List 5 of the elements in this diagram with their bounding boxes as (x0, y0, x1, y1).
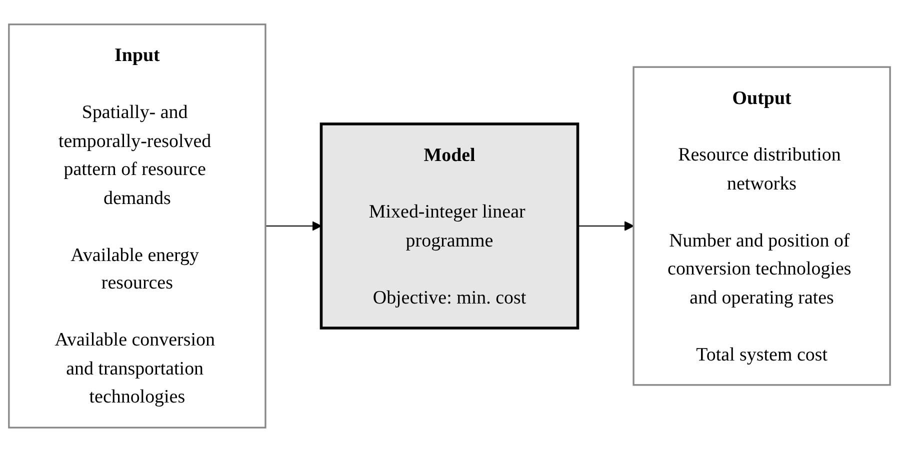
arrow (265, 221, 322, 231)
arrow (578, 221, 634, 231)
node-box: Output Resource distribution networks Number and position of conversion technologies and operating rates Total system cost (632, 66, 891, 386)
node-box: Input Spatially- and temporally-resolved pattern of resource demands Available energy resources Available conversion and transportation technologies (8, 24, 266, 428)
node-box: Model Mixed-integer linear programme Objective: min. cost (320, 122, 580, 330)
